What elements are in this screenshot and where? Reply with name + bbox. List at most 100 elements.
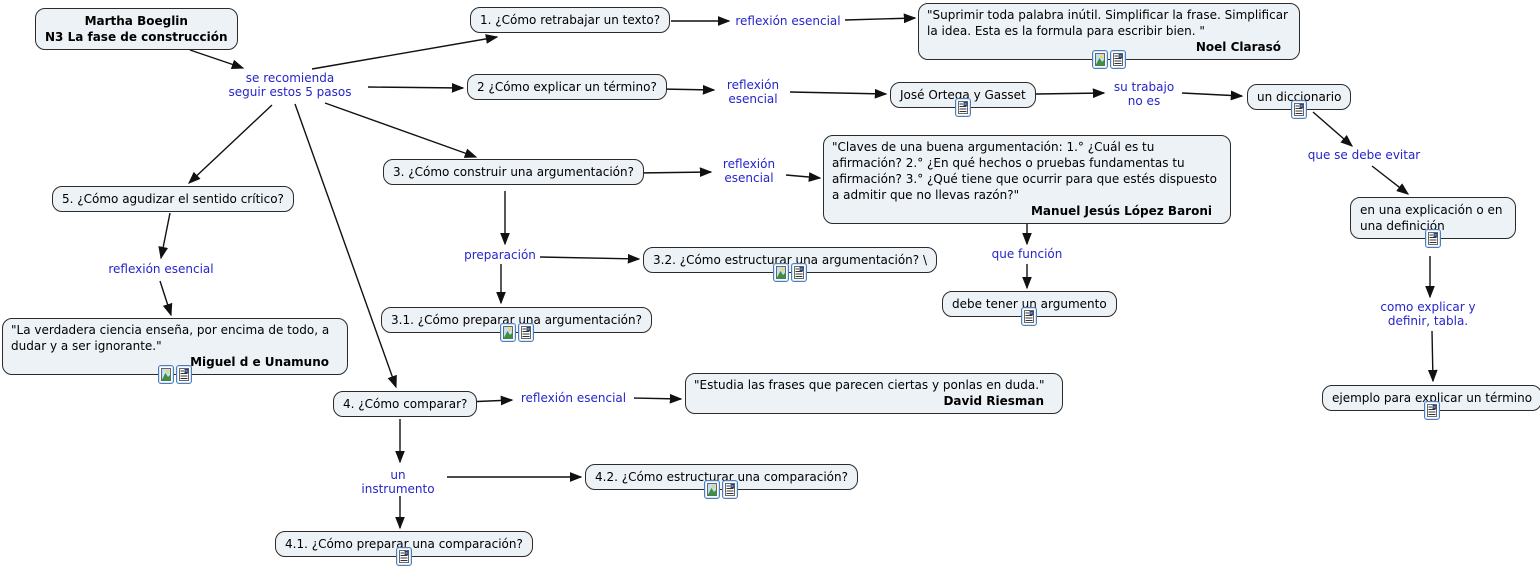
quote-text: "Estudia las frases que parecen ciertas … — [694, 378, 1045, 392]
concept-un-diccionario[interactable]: un diccionario — [1247, 84, 1352, 119]
image-icon[interactable] — [773, 263, 789, 282]
link-label-text: reflexión esencial — [735, 14, 841, 28]
concept-label: 4. ¿Cómo comparar? — [343, 397, 468, 411]
image-icon[interactable] — [704, 480, 721, 499]
concept-jose-ortega-y-gasset[interactable]: José Ortega y Gasset — [890, 82, 1036, 117]
quote-author: David Riesman — [943, 394, 1044, 408]
image-icon[interactable] — [158, 365, 174, 384]
image-icon[interactable] — [499, 323, 516, 342]
concept-q42-estructurar-comparacion[interactable]: 4.2. ¿Cómo estructurar una comparación? — [585, 464, 858, 499]
quote-manuel-lopez-baroni[interactable]: "Claves de una buena argumentación: 1.° … — [823, 135, 1231, 224]
link-label-como-explicar-y-definir[interactable]: como explicar y definir, tabla. — [1376, 300, 1480, 328]
link-label-text: esencial — [724, 171, 774, 185]
resource-icons — [499, 323, 534, 342]
title-line-2: N3 La fase de construcción — [45, 30, 228, 44]
link-label-text: reflexión esencial — [108, 262, 214, 276]
concept-label: 2 ¿Cómo explicar un término? — [477, 80, 657, 94]
link-label-que-funcion[interactable]: que función — [989, 247, 1065, 261]
link-label-text: que se debe evitar — [1307, 148, 1421, 162]
resource-icons — [704, 480, 739, 499]
concept-title-node[interactable]: Martha Boeglin N3 La fase de construcció… — [35, 8, 238, 50]
concept-q41-preparar-comparacion[interactable]: 4.1. ¿Cómo preparar una comparación? — [275, 531, 533, 566]
concept-label: en una explicación o en una definición — [1360, 203, 1503, 233]
document-icon[interactable] — [1425, 229, 1441, 248]
link-label-reflexion-esencial-5[interactable]: reflexión esencial — [106, 262, 216, 276]
document-icon[interactable] — [1291, 100, 1308, 119]
resource-icons — [773, 263, 807, 282]
hub-label-line-1: se recomienda — [245, 71, 335, 85]
image-icon[interactable] — [1092, 50, 1108, 69]
link-label-reflexion-esencial-3[interactable]: reflexión esencial — [714, 157, 784, 185]
concept-label: 3. ¿Cómo construir una argumentación? — [393, 165, 634, 179]
resource-icons — [1424, 401, 1441, 420]
link-label-que-se-debe-evitar[interactable]: que se debe evitar — [1305, 148, 1423, 162]
link-label-su-trabajo-no-es[interactable]: su trabajo no es — [1108, 80, 1180, 108]
quote-text: "Claves de una buena argumentación: 1.° … — [832, 140, 1217, 202]
concept-label: José Ortega y Gasset — [900, 88, 1026, 102]
concept-q5-agudizar-sentido-critico[interactable]: 5. ¿Cómo agudizar el sentido crítico? — [52, 186, 294, 212]
concept-q3-construir-argumentacion[interactable]: 3. ¿Cómo construir una argumentación? — [383, 159, 644, 185]
document-icon[interactable] — [517, 323, 534, 342]
link-label-un-instrumento[interactable]: un instrumento — [352, 468, 444, 496]
link-label-text: que función — [991, 247, 1063, 261]
concept-label: 1. ¿Cómo retrabajar un texto? — [480, 13, 661, 27]
link-label-preparacion[interactable]: preparación — [462, 248, 538, 262]
link-label-reflexion-esencial-4[interactable]: reflexión esencial — [516, 391, 631, 405]
concept-q1-retrabajar-texto[interactable]: 1. ¿Cómo retrabajar un texto? — [470, 7, 671, 33]
document-icon[interactable] — [1110, 50, 1126, 69]
concept-label: 4.1. ¿Cómo preparar una comparación? — [285, 537, 523, 551]
link-label-text: reflexión esencial — [520, 391, 627, 405]
link-label-text: reflexión — [722, 157, 776, 171]
resource-icons — [1425, 229, 1441, 248]
link-label-text: esencial — [728, 92, 778, 106]
resource-icons — [395, 547, 412, 566]
link-label-reflexion-esencial-1[interactable]: reflexión esencial — [733, 14, 843, 28]
quote-author: Manuel Jesús López Baroni — [1030, 204, 1212, 218]
concept-label: 5. ¿Cómo agudizar el sentido crítico? — [62, 192, 284, 206]
link-label-text: definir, tabla. — [1387, 314, 1469, 328]
link-label-text: preparación — [464, 248, 536, 262]
document-icon[interactable] — [791, 263, 807, 282]
concept-label: 4.2. ¿Cómo estructurar una comparación? — [595, 470, 848, 484]
quote-noel-claraso[interactable]: "Suprimir toda palabra inútil. Simplific… — [918, 3, 1300, 69]
document-icon[interactable] — [954, 98, 971, 117]
resource-icons — [1021, 307, 1038, 326]
concept-debe-tener-argumento[interactable]: debe tener un argumento — [942, 291, 1117, 326]
quote-text: "Suprimir toda palabra inútil. Simplific… — [927, 8, 1288, 38]
quote-author: Miguel d e Unamuno — [190, 355, 329, 369]
concept-explicacion-definicion[interactable]: en una explicación o en una definición — [1350, 197, 1516, 248]
document-icon[interactable] — [722, 480, 739, 499]
concept-label: 3.1. ¿Cómo preparar una argumentación? — [391, 313, 642, 327]
resource-icons — [1092, 50, 1126, 69]
document-icon[interactable] — [395, 547, 412, 566]
resource-icons — [954, 98, 971, 117]
quote-author: Noel Clarasó — [1195, 40, 1281, 54]
resource-icons — [158, 365, 192, 384]
concept-q4-comparar[interactable]: 4. ¿Cómo comparar? — [333, 391, 478, 417]
quote-miguel-de-unamuno[interactable]: "La verdadera ciencia enseña, por encima… — [2, 318, 348, 384]
hub-label-line-2: seguir estos 5 pasos — [228, 85, 352, 99]
concept-ejemplo-explicar-termino[interactable]: ejemplo para explicar un término — [1322, 385, 1540, 420]
concept-label: ejemplo para explicar un término — [1332, 391, 1533, 405]
concept-q32-estructurar-argumentacion[interactable]: 3.2. ¿Cómo estructurar una argumentación… — [643, 247, 937, 282]
link-label-se-recomienda[interactable]: se recomienda seguir estos 5 pasos — [215, 71, 365, 99]
concept-q31-preparar-argumentacion[interactable]: 3.1. ¿Cómo preparar una argumentación? — [381, 307, 652, 342]
concept-label: un diccionario — [1257, 90, 1342, 104]
link-label-text: un instrumento — [361, 468, 435, 496]
link-label-text: no es — [1127, 94, 1161, 108]
link-label-text: reflexión — [726, 78, 780, 92]
document-icon[interactable] — [1021, 307, 1038, 326]
resource-icons — [1291, 100, 1308, 119]
document-icon[interactable] — [176, 365, 192, 384]
concept-q2-explicar-termino[interactable]: 2 ¿Cómo explicar un término? — [467, 74, 667, 100]
quote-text: "La verdadera ciencia enseña, por encima… — [11, 323, 330, 353]
document-icon[interactable] — [1424, 401, 1441, 420]
link-label-reflexion-esencial-2[interactable]: reflexión esencial — [718, 78, 788, 106]
link-label-text: como explicar y — [1380, 300, 1476, 314]
link-label-text: su trabajo — [1113, 80, 1175, 94]
concept-label: 3.2. ¿Cómo estructurar una argumentación… — [653, 253, 927, 267]
quote-david-riesman[interactable]: "Estudia las frases que parecen ciertas … — [685, 373, 1063, 414]
concept-label: debe tener un argumento — [952, 297, 1107, 311]
